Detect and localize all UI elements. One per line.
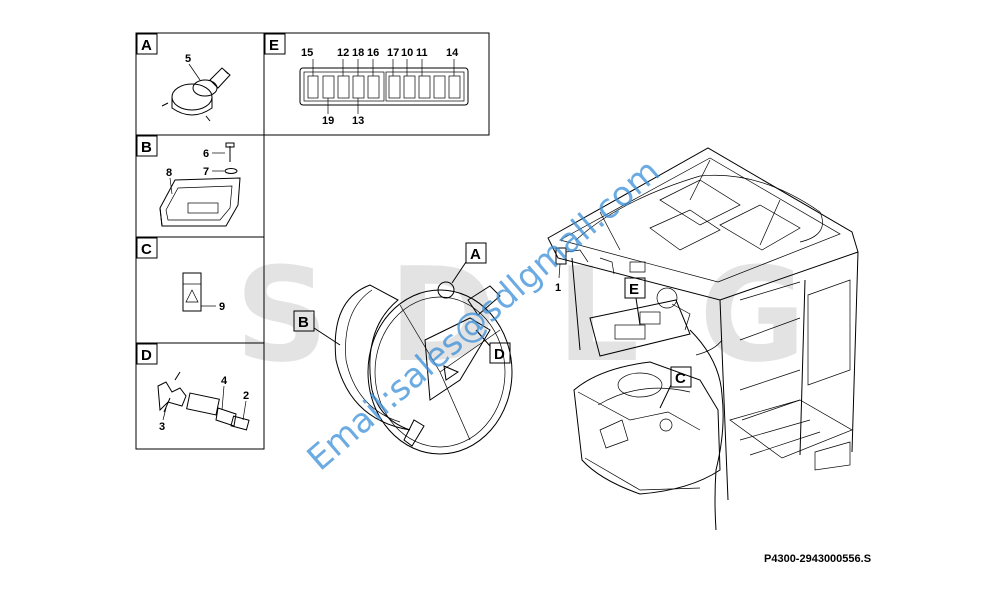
- panel-E-bottom-labels: 19 13: [322, 98, 364, 127]
- panel-frames: [135, 32, 490, 450]
- part-label-11: 11: [416, 47, 428, 59]
- drawing-code: P4300-2943000556.S: [764, 553, 871, 565]
- part-label-2: 2: [243, 390, 249, 402]
- callout-A: A: [451, 242, 487, 284]
- screw-drawing: [224, 142, 238, 174]
- panel-E-top-labels: 15 12 18 16 17 10 11 14: [301, 47, 459, 76]
- part-label-7: 7: [203, 166, 209, 178]
- svg-text:D: D: [494, 346, 505, 363]
- part-label-8: 8: [166, 167, 172, 179]
- panel-D-letter: D: [141, 347, 152, 364]
- part-label-3: 3: [159, 421, 165, 433]
- part-label-18: 18: [352, 47, 364, 59]
- svg-text:C: C: [675, 370, 686, 387]
- panel-A-header: A: [136, 33, 158, 55]
- leader-5: [188, 63, 201, 81]
- part-label-4: 4: [221, 375, 228, 387]
- operator-cab-drawing: [547, 147, 859, 531]
- part-label-13: 13: [352, 115, 364, 127]
- part-label-5: 5: [185, 53, 191, 65]
- switch-panel-drawing: [299, 67, 469, 106]
- svg-text:A: A: [470, 246, 481, 263]
- leader-1: [558, 263, 561, 279]
- panel-E-letter: E: [269, 37, 279, 54]
- callout-D: D: [475, 329, 511, 364]
- part-label-10: 10: [401, 47, 413, 59]
- panel-C-header: C: [136, 237, 158, 259]
- panel-B-header: B: [136, 135, 158, 157]
- part-label-1: 1: [555, 282, 561, 294]
- background-logo: SDLG: [235, 239, 866, 391]
- roof-light-drawing: [159, 177, 241, 227]
- steering-wheel-drawing: [334, 281, 513, 455]
- part-label-19: 19: [322, 115, 334, 127]
- part-label-9: 9: [219, 301, 225, 313]
- leader-8: [169, 177, 173, 195]
- part-label-14: 14: [446, 47, 459, 59]
- part-label-12: 12: [337, 47, 349, 59]
- panel-C-letter: C: [141, 241, 152, 258]
- panel-D-header: D: [136, 343, 158, 365]
- part-label-6: 6: [203, 148, 209, 160]
- panel-E-header: E: [264, 33, 286, 55]
- panel-A-letter: A: [141, 37, 152, 54]
- panel-B-letter: B: [141, 139, 152, 156]
- combination-switch-drawing: [157, 371, 250, 431]
- svg-text:E: E: [629, 281, 639, 298]
- hazard-switch-drawing: [182, 272, 202, 312]
- leader-3: [162, 407, 167, 421]
- ignition-switch-drawing: [161, 67, 231, 122]
- callout-B: B: [293, 310, 341, 346]
- part-label-17: 17: [387, 47, 399, 59]
- leader-2: [242, 400, 247, 421]
- leader-4: [221, 385, 225, 411]
- part-label-15: 15: [301, 47, 313, 59]
- svg-text:B: B: [298, 314, 309, 331]
- part-label-16: 16: [367, 47, 379, 59]
